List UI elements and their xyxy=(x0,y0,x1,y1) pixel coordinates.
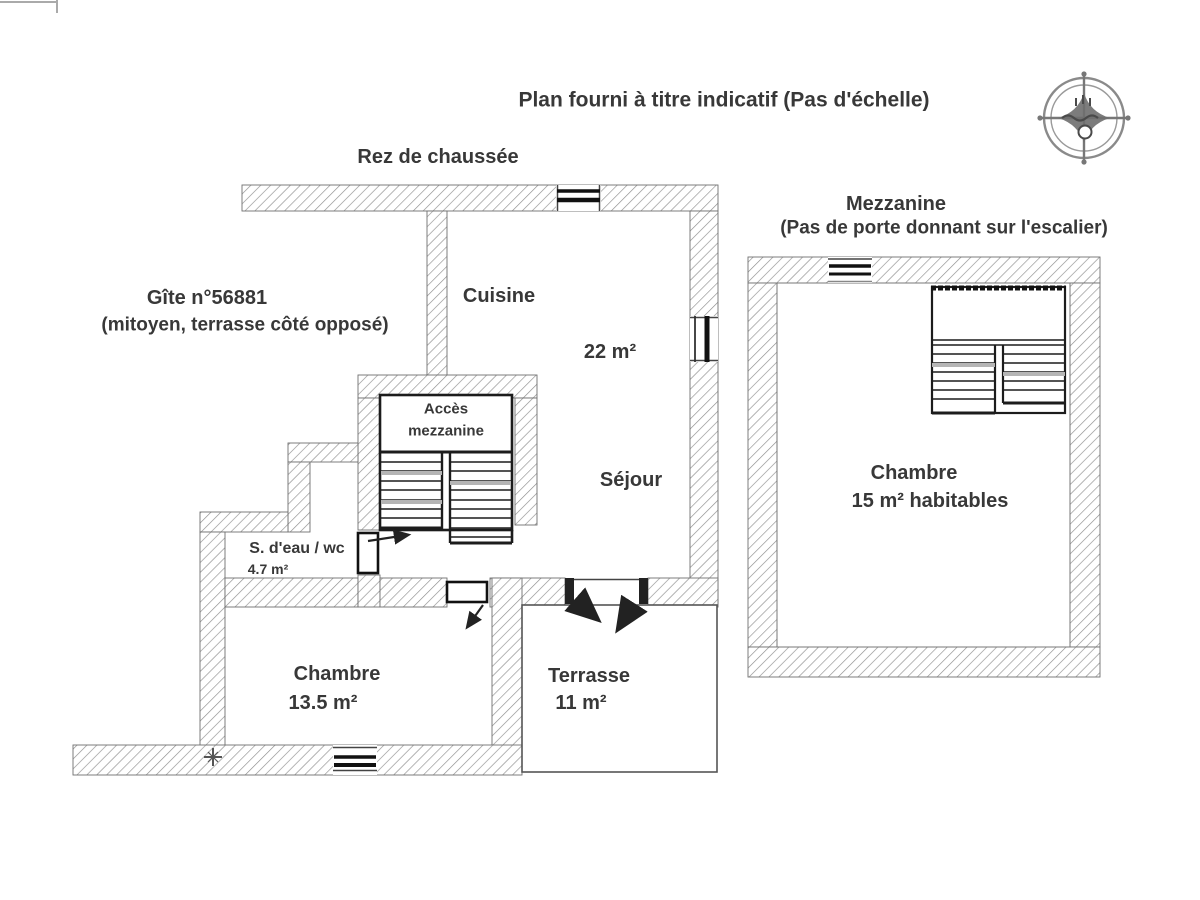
mezz-wall-top xyxy=(747,256,1101,284)
terrasse-outline xyxy=(521,604,718,773)
wall-bottom-strip xyxy=(72,744,523,776)
page-title: Plan fourni à titre indicatif (Pas d'éch… xyxy=(518,88,930,112)
acces-mezzanine-label-line1: Accès xyxy=(423,400,469,418)
window-right-icon xyxy=(690,316,718,362)
cuisine-label: Cuisine xyxy=(462,285,536,307)
wall-sdeau-bottom xyxy=(224,577,359,608)
mezz-wall-right xyxy=(1069,282,1101,648)
mezz-wall-bottom xyxy=(747,646,1101,678)
sdeau-door-icon xyxy=(356,529,412,575)
wall-niche-left xyxy=(287,461,311,533)
wall-door-jamb xyxy=(357,574,381,608)
window-bottom-icon xyxy=(333,745,377,775)
mezzanine-walls xyxy=(747,256,1101,678)
mezz-window-icon xyxy=(828,257,872,283)
mezzanine-stairs xyxy=(930,285,1067,415)
wall-stair-right xyxy=(514,397,538,526)
wall-sejour-bottom-right xyxy=(647,577,719,608)
boundary-cross-icon xyxy=(204,748,222,766)
wall-hall-bottom xyxy=(379,577,448,608)
sejour-area-label: 22 m² xyxy=(583,341,637,363)
mezzanine-chambre-area-label: 15 m² habitables xyxy=(851,490,1009,512)
terrasse-label: Terrasse xyxy=(548,665,630,687)
wall-niche-top xyxy=(287,442,359,463)
wall-step-out xyxy=(199,511,289,533)
wall-cuisine-divider xyxy=(426,210,448,379)
gite-number-label: Gîte n°56881 xyxy=(146,287,268,309)
ground-stairs xyxy=(378,393,514,545)
mezzanine-label: Mezzanine xyxy=(845,193,947,215)
ground-floor-walls xyxy=(72,184,719,776)
sejour-label: Séjour xyxy=(599,469,663,491)
chambre-label: Chambre xyxy=(293,663,381,685)
chambre-door-icon xyxy=(445,580,489,630)
wall-stair-left xyxy=(357,397,381,531)
chambre-area-label: 13.5 m² xyxy=(288,692,358,714)
mezz-wall-left xyxy=(747,282,778,648)
terrasse-french-door-icon xyxy=(564,578,648,634)
mezzanine-chambre-label: Chambre xyxy=(870,462,958,484)
salle-eau-label: S. d'eau / wc xyxy=(249,540,345,557)
wall-chambre-right xyxy=(491,577,523,748)
compass-rose-icon xyxy=(1037,71,1131,165)
ground-floor-windows xyxy=(333,185,718,775)
window-top-icon xyxy=(556,185,601,211)
scan-artifact xyxy=(0,0,58,13)
ground-floor-label: Rez de chaussée xyxy=(357,146,519,168)
salle-eau-area-label: 4.7 m² xyxy=(247,561,289,577)
wall-left xyxy=(199,531,226,748)
mezzanine-note-label: (Pas de porte donnant sur l'escalier) xyxy=(780,217,1108,239)
acces-mezzanine-label-line2: mezzanine xyxy=(408,422,484,440)
gite-note-label: (mitoyen, terrasse côté opposé) xyxy=(101,314,389,336)
wall-top xyxy=(241,184,719,212)
terrasse-area-label: 11 m² xyxy=(555,692,607,714)
wall-right xyxy=(689,210,719,608)
